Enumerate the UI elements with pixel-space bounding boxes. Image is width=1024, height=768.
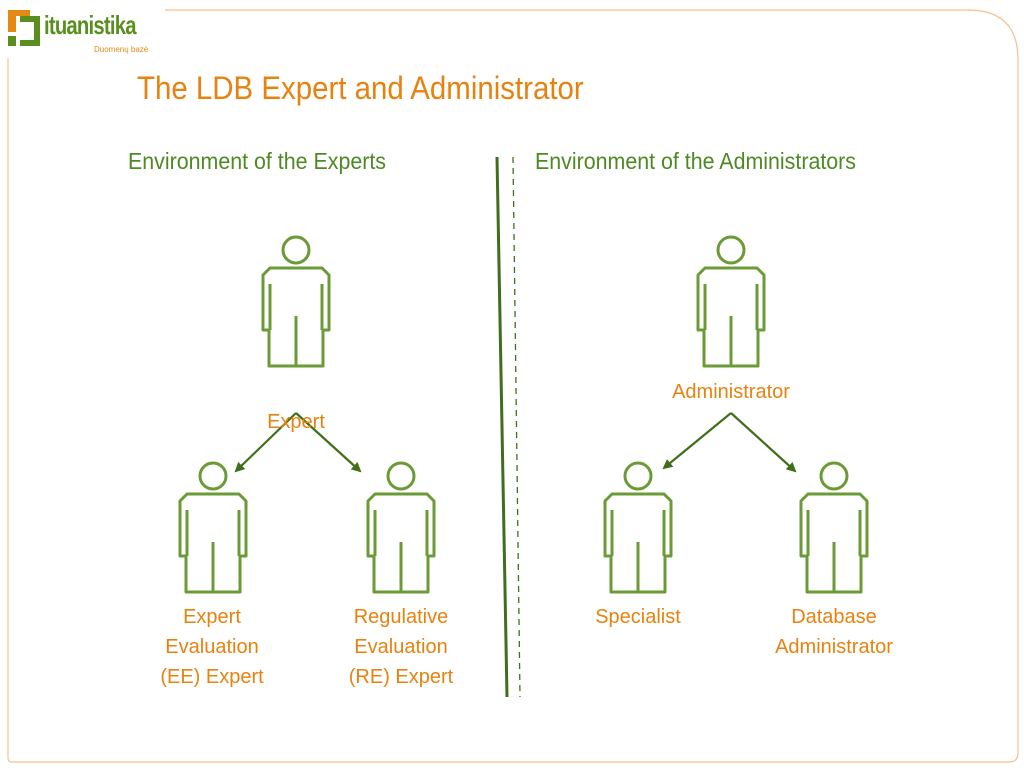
arrow-icon (234, 412, 297, 473)
arrow-icon (295, 412, 362, 473)
person-icon (261, 235, 331, 368)
expert-label-text: Expert (267, 411, 325, 433)
person-icon (178, 461, 248, 594)
admins-env-heading: Environment of the Administrators (535, 148, 857, 174)
divider-solid (495, 156, 509, 698)
expert-label: Expert (196, 377, 396, 437)
brand-tagline: Duomenų bazė (94, 45, 149, 54)
divider-dashed (512, 156, 521, 698)
brand-logo: ituanistika Duomenų bazė (4, 2, 154, 60)
person-icon (799, 461, 869, 594)
specialist-label: Specialist (595, 606, 681, 628)
page-title: The LDB Expert and Administrator (137, 70, 584, 106)
experts-env-heading: Environment of the Experts (128, 148, 387, 174)
arrow-icon (730, 412, 797, 473)
brand-name: ituanistika (44, 10, 137, 40)
arrow-icon (662, 412, 732, 470)
administrator-label: Administrator (672, 381, 790, 403)
person-icon (366, 461, 436, 594)
logo-icon (8, 10, 40, 46)
re-expert-label: Regulative Evaluation (RE) Expert (348, 606, 454, 688)
database-administrator-label: Database Administrator (775, 606, 893, 658)
ee-expert-label: Expert Evaluation (EE) Expert (160, 606, 264, 688)
person-icon (603, 461, 673, 594)
person-icon (696, 235, 766, 368)
